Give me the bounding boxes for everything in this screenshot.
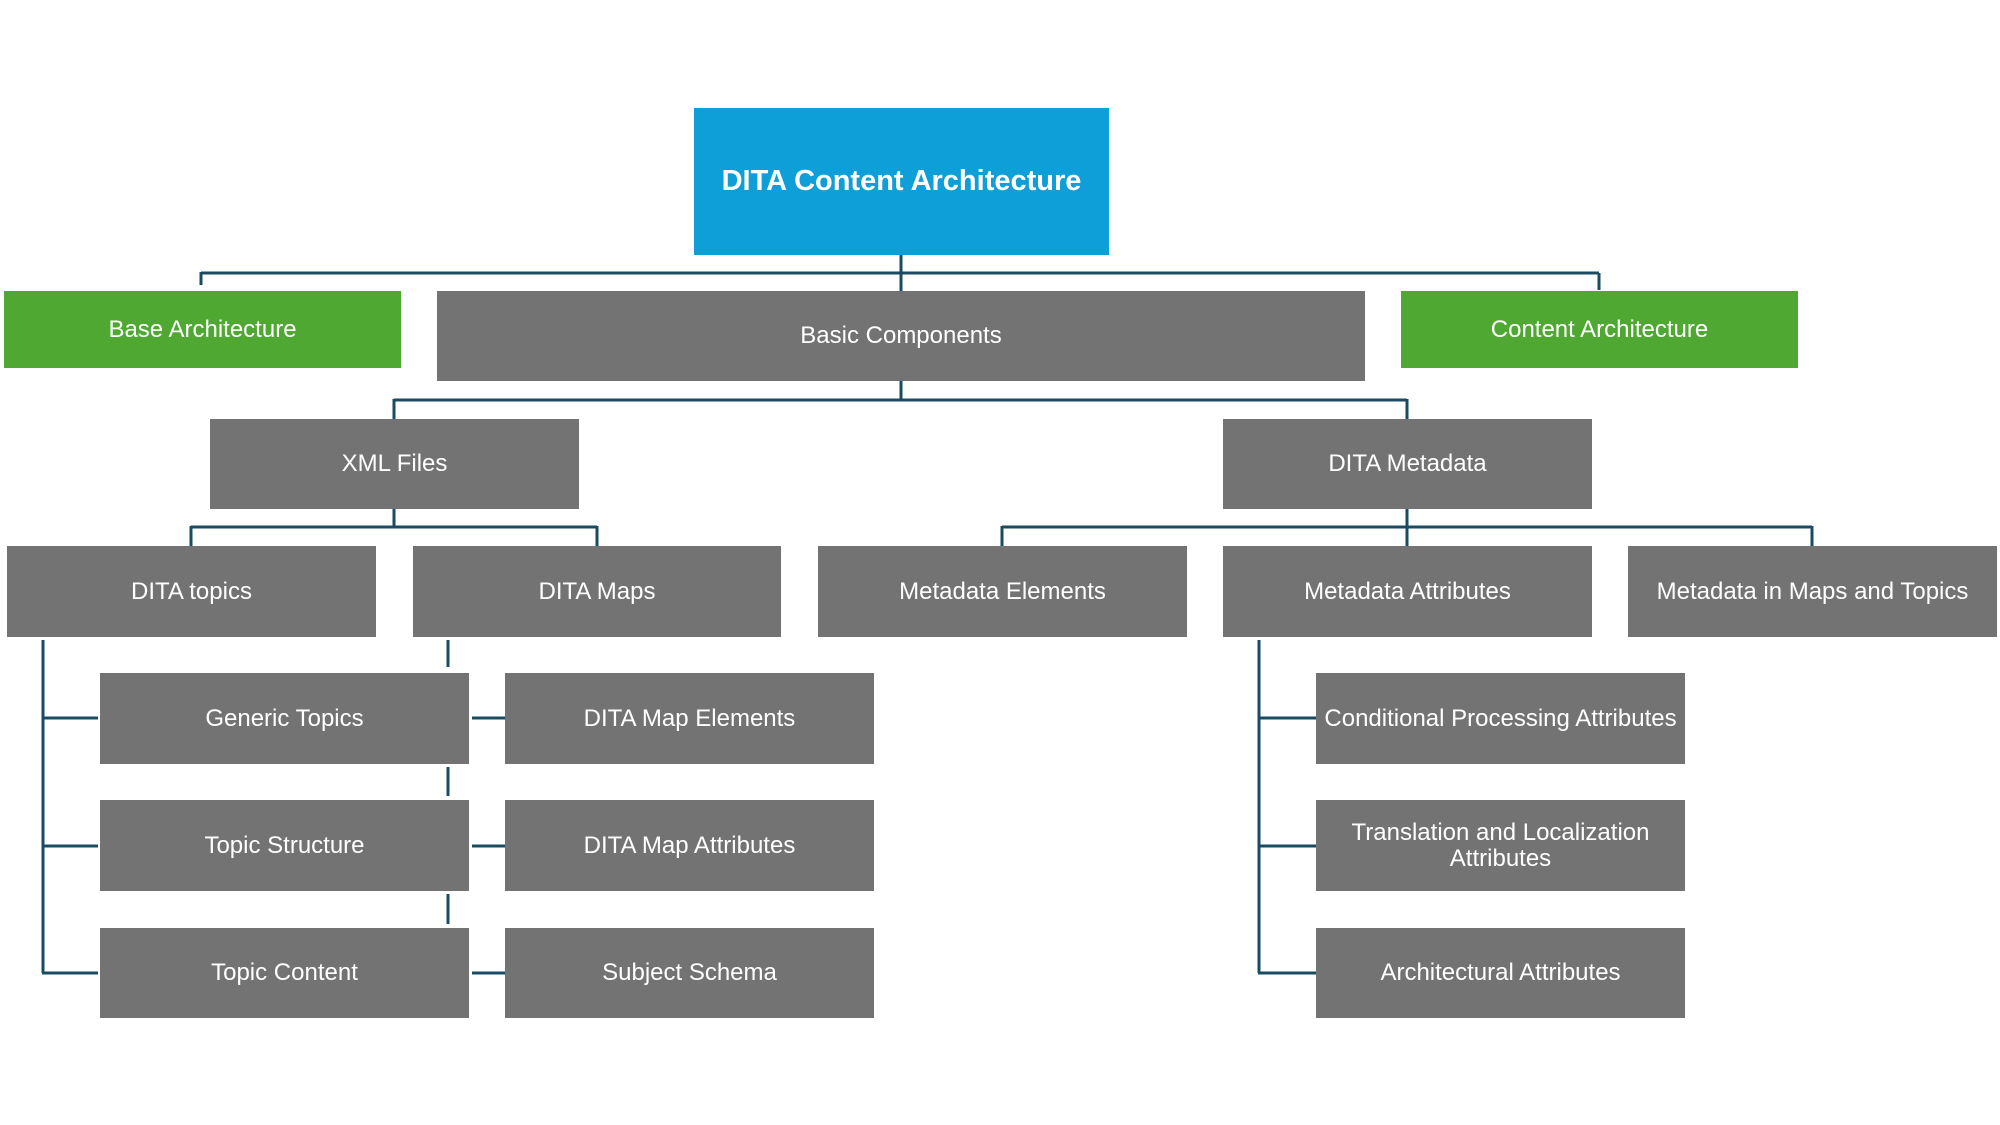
connector-root [199, 255, 1601, 290]
node-base-architecture: Base Architecture [4, 291, 401, 368]
connector-metadata-attributes [1257, 640, 1316, 975]
node-translation-localization-attributes: Translation and Localization Attributes [1316, 800, 1685, 891]
node-dita-topics: DITA topics [7, 546, 376, 637]
node-xml-files: XML Files [210, 419, 579, 509]
node-content-architecture: Content Architecture [1401, 291, 1798, 368]
node-metadata-elements: Metadata Elements [818, 546, 1187, 637]
connector-dita-metadata [1000, 509, 1814, 547]
node-metadata-attributes: Metadata Attributes [1223, 546, 1592, 637]
node-metadata-in-maps-and-topics: Metadata in Maps and Topics [1628, 546, 1997, 637]
node-topic-structure: Topic Structure [100, 800, 469, 891]
connector-xml-files [189, 509, 599, 547]
node-topic-content: Topic Content [100, 928, 469, 1018]
connector-dita-maps [446, 640, 505, 975]
connector-dita-topics [41, 640, 98, 975]
root-node: DITA Content Architecture [694, 108, 1109, 255]
node-basic-components: Basic Components [437, 291, 1365, 381]
node-conditional-processing-attributes: Conditional Processing Attributes [1316, 673, 1685, 764]
node-architectural-attributes: Architectural Attributes [1316, 928, 1685, 1018]
node-dita-maps: DITA Maps [413, 546, 781, 637]
node-generic-topics: Generic Topics [100, 673, 469, 764]
node-dita-metadata: DITA Metadata [1223, 419, 1592, 509]
connector-basic-components [392, 381, 1409, 420]
node-dita-map-attributes: DITA Map Attributes [505, 800, 874, 891]
node-dita-map-elements: DITA Map Elements [505, 673, 874, 764]
node-subject-schema: Subject Schema [505, 928, 874, 1018]
